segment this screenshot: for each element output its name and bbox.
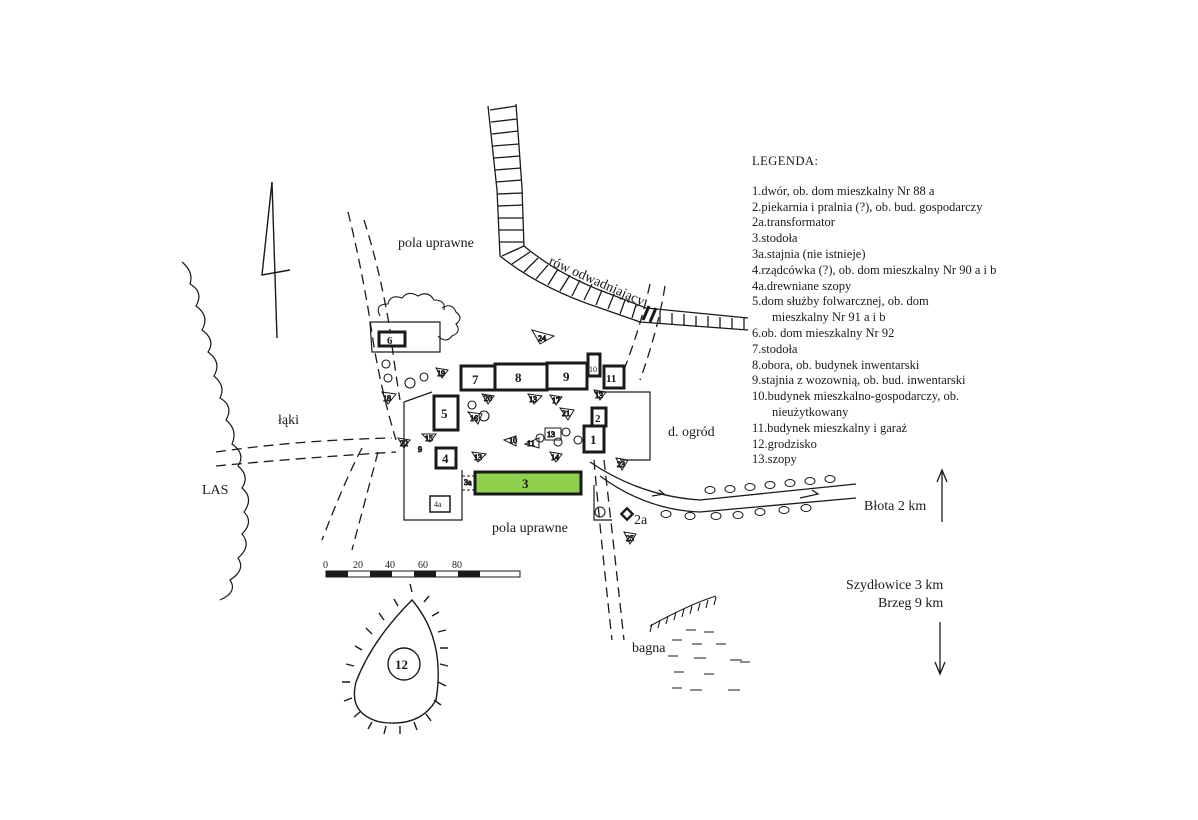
north-arrow (261, 181, 291, 339)
shed-3a (461, 475, 475, 491)
svg-text:80: 80 (452, 560, 462, 571)
svg-text:24: 24 (538, 334, 546, 343)
legend-item-cont: mieszkalny Nr 91 a i b (772, 310, 886, 325)
svg-text:9: 9 (418, 445, 422, 454)
ditch-label: rów odwadniający (546, 254, 646, 310)
legend-item: 13.szopy (752, 452, 797, 467)
tree-row (660, 475, 836, 520)
legend-item: 12.grodzisko (752, 436, 817, 451)
svg-text:8: 8 (515, 370, 522, 385)
building-11 (602, 364, 626, 390)
svg-text:14: 14 (551, 453, 559, 462)
legend-item: 10.budynek mieszkalno-gospodarczy, ob. (752, 389, 960, 404)
label-swamp: bagna (632, 641, 666, 656)
legend-item: 9.stajnia z wozownią, ob. bud. inwentars… (752, 373, 966, 388)
svg-text:23: 23 (617, 460, 625, 469)
legend-item: 1.dwór, ob. dom mieszkalny Nr 88 a (752, 183, 935, 198)
building-2a (619, 506, 635, 522)
enclosures (369, 321, 651, 521)
svg-text:20: 20 (353, 560, 363, 571)
label-meadows: łąki (278, 413, 299, 428)
svg-text:2a: 2a (634, 513, 648, 528)
building-1 (582, 424, 606, 454)
building-6 (377, 330, 407, 348)
svg-text:10: 10 (589, 365, 597, 374)
legend-item: 3.stodoła (752, 231, 798, 246)
svg-text:7: 7 (472, 372, 479, 387)
svg-text:15: 15 (425, 434, 433, 443)
svg-text:13: 13 (595, 391, 603, 400)
legend-item: 3a.stajnia (nie istnieje) (752, 246, 866, 261)
svg-text:40: 40 (385, 560, 395, 571)
legend: LEGENDA: 1.dwór, ob. dom mieszkalny Nr 8… (752, 154, 1052, 468)
legend-item: 5.dom służby folwarcznej, ob. dom (752, 294, 929, 309)
svg-text:9: 9 (563, 369, 570, 384)
drainage-ditch (487, 103, 749, 331)
building-3 (473, 470, 583, 496)
small-sheds: 24 13 13 13 11 10 13 14 15 16 17 18 19 2… (381, 329, 637, 546)
svg-text:60: 60 (418, 560, 428, 571)
svg-text:11: 11 (606, 373, 616, 385)
scale-bar: 0 20 40 60 80 (323, 560, 521, 578)
label-fields-south: pola uprawne (492, 521, 568, 536)
building-4 (434, 446, 458, 470)
building-4a (429, 495, 451, 513)
direction-szydlowice: Szydłowice 3 km (846, 578, 943, 593)
legend-item: 11.budynek mieszkalny i garaż (752, 420, 908, 435)
building-numbers: 7 8 9 10 11 6 5 4 4a 2 1 3 2a (387, 335, 648, 528)
building-10 (586, 352, 602, 378)
svg-text:4: 4 (442, 451, 449, 466)
label-garden: d. ogród (668, 425, 715, 440)
svg-text:22: 22 (400, 439, 408, 448)
hillfort-12 (342, 583, 449, 735)
svg-text:6: 6 (387, 335, 393, 347)
svg-text:5: 5 (441, 406, 448, 421)
arrow-up (936, 468, 948, 522)
legend-title: LEGENDA: (752, 154, 819, 168)
buildings (377, 330, 626, 513)
svg-text:17: 17 (552, 396, 560, 405)
svg-text:13: 13 (474, 453, 482, 462)
forest-edge (181, 261, 250, 601)
arrow-down (934, 622, 946, 676)
svg-text:19: 19 (437, 369, 445, 378)
legend-item: 6.ob. dom mieszkalny Nr 92 (752, 325, 895, 340)
building-9 (545, 361, 589, 391)
direction-blota: Błota 2 km (864, 499, 926, 514)
swamp (649, 595, 750, 691)
legend-item: 8.obora, ob. budynek inwentarski (752, 357, 920, 372)
svg-text:13: 13 (529, 395, 537, 404)
svg-text:20: 20 (484, 394, 492, 403)
svg-text:3: 3 (522, 476, 529, 491)
legend-item: 4a.drewniane szopy (752, 278, 852, 293)
legend-item: 4.rządcówka (?), ob. dom mieszkalny Nr 9… (752, 262, 997, 277)
svg-text:21: 21 (562, 409, 570, 418)
svg-text:3a: 3a (464, 478, 472, 487)
direction-brzeg: Brzeg 9 km (878, 596, 943, 611)
road-to-blota (589, 461, 857, 513)
svg-text:1: 1 (590, 432, 597, 447)
svg-text:0: 0 (323, 560, 328, 571)
svg-text:25: 25 (626, 534, 634, 543)
svg-text:16: 16 (470, 414, 478, 423)
shrubs (377, 292, 606, 518)
legend-item: 2.piekarnia i pralnia (?), ob. bud. gosp… (752, 199, 983, 214)
building-5 (432, 394, 460, 432)
legend-item-cont: nieużytkowany (772, 404, 849, 419)
svg-text:13: 13 (547, 430, 555, 439)
legend-item: 7.stodoła (752, 341, 798, 356)
svg-text:11: 11 (527, 439, 535, 448)
svg-text:4a: 4a (434, 500, 442, 509)
label-fields-north: pola uprawne (398, 236, 474, 251)
svg-text:18: 18 (383, 394, 391, 403)
svg-text:2: 2 (595, 413, 601, 425)
label-forest: LAS (202, 483, 228, 498)
hillfort-number: 12 (395, 657, 408, 672)
legend-item: 2a.transformator (752, 215, 835, 230)
svg-text:10: 10 (509, 436, 517, 445)
